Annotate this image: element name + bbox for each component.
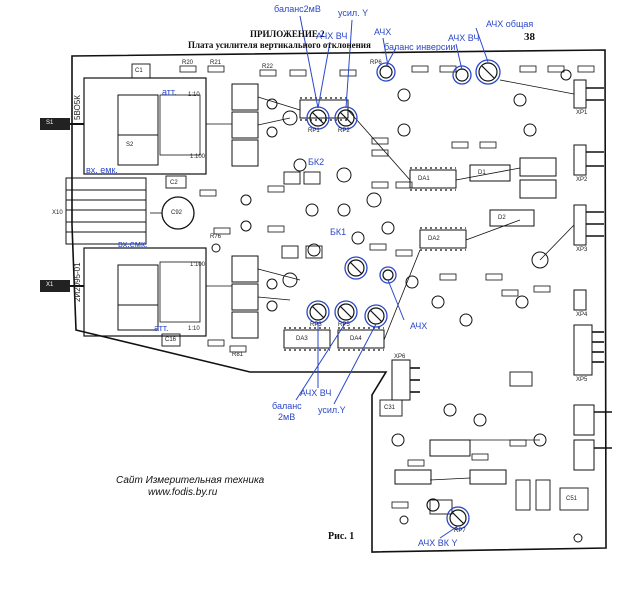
annotation-balance-bottom-line2: 2мВ xyxy=(278,412,296,422)
annotation-balance-inversion: баланс инверсии xyxy=(384,42,456,52)
site-credit-line2: www.fodis.by.ru xyxy=(148,487,218,498)
label-c92: C92 xyxy=(171,210,183,216)
label-xp4: XP4 xyxy=(576,312,588,318)
annotation-bk1: БК1 xyxy=(330,227,347,237)
label-d1: D1 xyxy=(478,170,486,176)
annotation-input-cap-top: вх. емк. xyxy=(86,165,118,175)
label-rp6: RP6 xyxy=(370,60,382,66)
label-div-100-b: 1:100 xyxy=(190,262,206,268)
annotation-balance-2mv-top: баланс2мВ xyxy=(274,4,321,14)
label-da3: DA3 xyxy=(296,336,308,342)
label-r76: R76 xyxy=(210,234,222,240)
annotation-gain-y-top: усил. Y xyxy=(338,8,369,18)
label-da2: DA2 xyxy=(428,236,440,242)
label-c16: C16 xyxy=(165,337,177,343)
ic-packages xyxy=(283,99,557,485)
label-r21: R21 xyxy=(210,60,222,66)
connector-pins xyxy=(410,87,612,449)
label-rp7: RP7 xyxy=(454,528,466,534)
annotation-balance-bottom-line1: баланс xyxy=(272,401,302,411)
figure-caption: Рис. 1 xyxy=(328,531,355,542)
label-s1: S1 xyxy=(46,120,54,126)
label-rp2: RP2 xyxy=(338,128,350,134)
label-xp2: XP2 xyxy=(576,177,588,183)
label-rp5: RP5 xyxy=(338,322,350,328)
board-title: Плата усилителя вертикального отклонения xyxy=(188,40,371,50)
label-xp6: XP6 xyxy=(394,354,406,360)
annotation-leaders xyxy=(295,15,489,539)
label-da1: DA1 xyxy=(418,176,430,182)
annotation-input-cap-bottom: вх.емк. xyxy=(118,239,148,249)
relay-column xyxy=(231,83,259,339)
annotation-rings xyxy=(306,59,501,530)
attenuator-bottom xyxy=(40,247,207,337)
label-div-10-a: 1:10 xyxy=(188,92,200,98)
annotation-achkh-vch-bottom: АЧХ ВЧ xyxy=(300,388,332,398)
annotation-achkh-mid: АЧХ xyxy=(410,321,428,331)
label-div-100-a: 1:100 xyxy=(190,154,206,160)
annotation-gain-y-bottom: усил.Y xyxy=(318,405,346,415)
ic-pins xyxy=(284,97,466,351)
label-c31: C31 xyxy=(384,405,396,411)
label-r20: R20 xyxy=(182,60,194,66)
label-c51: C51 xyxy=(566,496,578,502)
label-x1: X1 xyxy=(46,282,54,288)
appendix-label: ПРИЛОЖЕНИЕ 2 xyxy=(250,29,325,39)
trimmers xyxy=(309,62,498,527)
traces xyxy=(150,79,575,481)
attenuator-top xyxy=(40,77,207,175)
label-div-10-b: 1:10 xyxy=(188,326,200,332)
label-r81: R81 xyxy=(232,352,244,358)
page-number: 38 xyxy=(524,31,535,43)
resistors xyxy=(179,65,595,509)
transistors xyxy=(240,69,572,447)
capacitors xyxy=(131,63,589,515)
annotation-att-bottom: атт. xyxy=(154,323,169,333)
label-rp1: RP1 xyxy=(308,128,320,134)
label-xp3: XP3 xyxy=(576,247,588,253)
annotation-bk2: БК2 xyxy=(308,157,325,167)
label-d2: D2 xyxy=(498,215,506,221)
label-c2: C2 xyxy=(170,180,178,186)
label-xp1: XP1 xyxy=(576,110,588,116)
annotation-achkh-top: АЧХ xyxy=(374,27,392,37)
label-x10: X10 xyxy=(52,210,63,216)
annotation-att-top: атт. xyxy=(162,87,177,97)
att-top-vertical-label: 5ВО5К xyxy=(73,95,82,120)
connectors xyxy=(391,79,595,471)
annotation-achkh-general: АЧХ общая xyxy=(486,19,534,29)
label-xp5: XP5 xyxy=(576,377,588,383)
board-outline xyxy=(71,49,607,553)
annotation-achkh-vk-y: АЧХ ВК Y xyxy=(418,538,458,548)
label-r22: R22 xyxy=(262,64,274,70)
label-da4: DA4 xyxy=(350,336,362,342)
label-c1: C1 xyxy=(135,68,143,74)
site-credit-line1: Сайт Измерительная техника xyxy=(116,475,265,486)
label-rp3: RP3 xyxy=(310,322,322,328)
label-s2: S2 xyxy=(126,142,134,148)
att-bottom-vertical-label: 2И2095-01 xyxy=(73,262,82,302)
annotation-achkh-vch-top-left: АЧХ ВЧ xyxy=(316,31,348,41)
input-switch xyxy=(65,177,195,245)
annotation-achkh-vch-top-right: АЧХ ВЧ xyxy=(448,33,480,43)
mounting-holes xyxy=(211,243,583,543)
